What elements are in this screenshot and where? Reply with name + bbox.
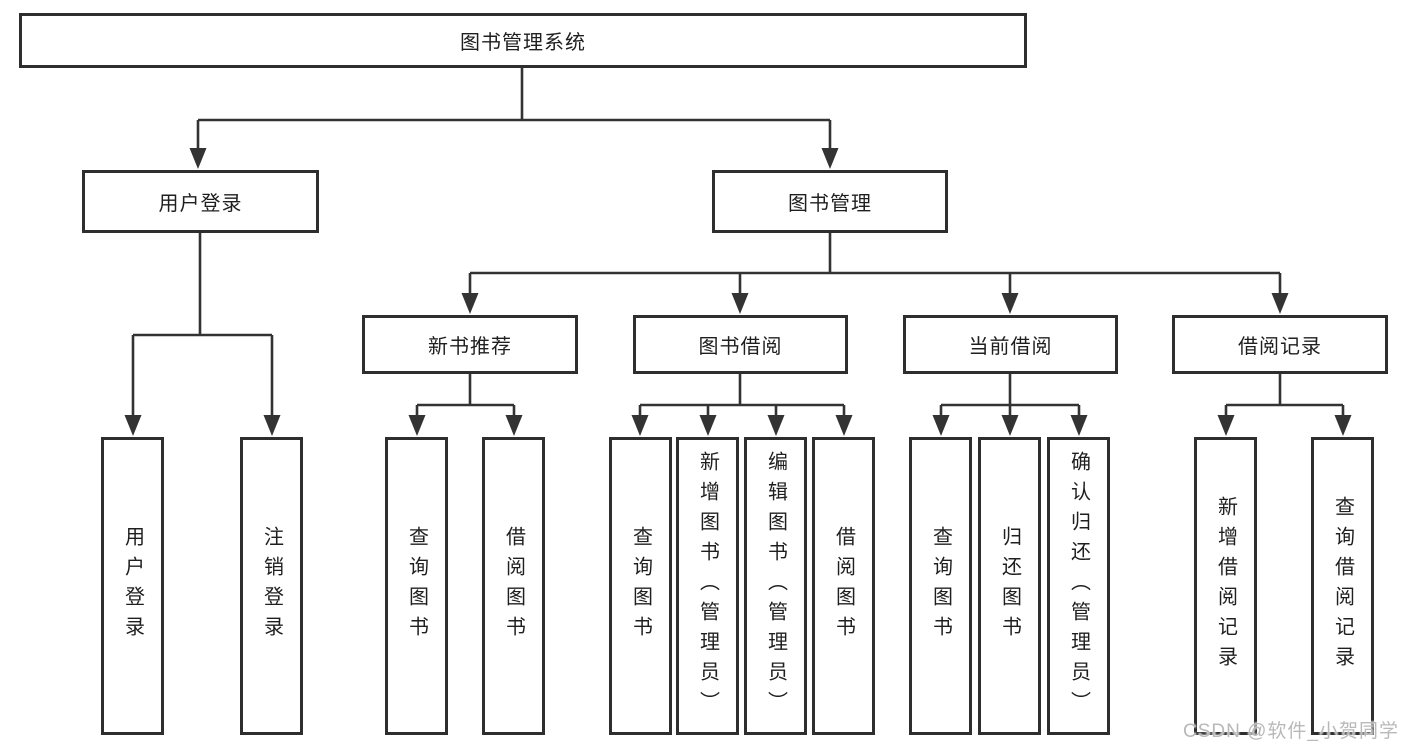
leaf-label: 新增图书（管理员） bbox=[696, 451, 719, 721]
leaf-user-login: 用户登录 bbox=[101, 437, 164, 735]
arrowheads bbox=[124, 148, 1352, 436]
leaf-edit-books-admin: 编辑图书（管理员） bbox=[744, 437, 807, 735]
node-label: 图书管理系统 bbox=[460, 32, 586, 54]
leaf-label: 借阅图书 bbox=[832, 526, 855, 646]
leaf-label: 编辑图书（管理员） bbox=[764, 451, 787, 721]
leaf-query-books-recommend: 查询图书 bbox=[385, 437, 448, 735]
leaf-label: 新增借阅记录 bbox=[1214, 496, 1237, 676]
node-label: 借阅记录 bbox=[1238, 336, 1322, 358]
watermark: CSDN @软件_小贺同学 bbox=[1183, 721, 1399, 742]
leaf-label: 查询图书 bbox=[405, 526, 428, 646]
leaf-label: 查询借阅记录 bbox=[1331, 496, 1354, 676]
leaf-query-books-borrowing: 查询图书 bbox=[609, 437, 672, 735]
node-label: 图书借阅 bbox=[698, 336, 783, 358]
leaf-query-borrow-record: 查询借阅记录 bbox=[1311, 437, 1374, 735]
node-book-management: 图书管理 bbox=[712, 170, 948, 233]
leaf-logout: 注销登录 bbox=[240, 437, 303, 735]
leaf-label: 查询图书 bbox=[929, 526, 952, 646]
node-label: 用户登录 bbox=[158, 193, 243, 215]
leaf-query-books-current: 查询图书 bbox=[909, 437, 972, 735]
node-new-book-recommend: 新书推荐 bbox=[362, 315, 578, 374]
leaf-label: 用户登录 bbox=[121, 526, 144, 646]
leaf-confirm-return-admin: 确认归还（管理员） bbox=[1047, 437, 1110, 735]
leaf-borrow-books: 借阅图书 bbox=[812, 437, 875, 735]
node-user-login: 用户登录 bbox=[82, 170, 319, 233]
leaf-add-books-admin: 新增图书（管理员） bbox=[676, 437, 739, 735]
leaf-add-borrow-record: 新增借阅记录 bbox=[1194, 437, 1257, 735]
leaf-label: 查询图书 bbox=[629, 526, 652, 646]
leaf-return-books: 归还图书 bbox=[978, 437, 1041, 735]
leaf-borrow-books-recommend: 借阅图书 bbox=[482, 437, 545, 735]
node-book-borrowing: 图书借阅 bbox=[633, 315, 848, 374]
node-label: 当前借阅 bbox=[968, 336, 1053, 358]
leaf-label: 注销登录 bbox=[260, 526, 283, 646]
leaf-label: 确认归还（管理员） bbox=[1067, 451, 1090, 721]
node-label: 图书管理 bbox=[788, 193, 872, 215]
leaf-label: 归还图书 bbox=[998, 526, 1021, 646]
node-library-management-system: 图书管理系统 bbox=[19, 13, 1027, 68]
node-current-borrowing: 当前借阅 bbox=[903, 315, 1118, 374]
node-label: 新书推荐 bbox=[428, 336, 512, 358]
node-borrow-records: 借阅记录 bbox=[1172, 315, 1388, 374]
leaf-label: 借阅图书 bbox=[502, 526, 525, 646]
